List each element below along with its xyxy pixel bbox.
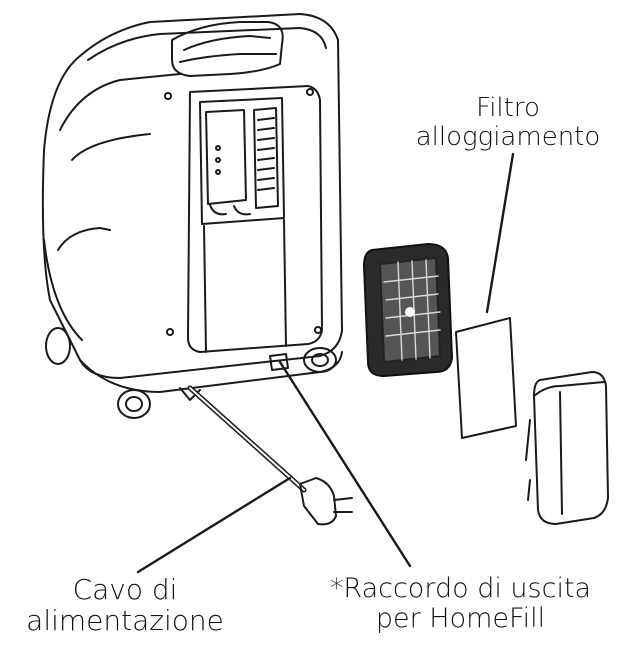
filter-housing-label: Filtro alloggiamento <box>398 93 618 153</box>
concentrator-unit <box>41 13 343 419</box>
outlet-leader-line <box>278 360 412 568</box>
filter-label-line-2: alloggiamento <box>415 122 601 153</box>
cable-label-line-1: Cavo di <box>72 573 178 606</box>
filter-leader-line <box>485 152 515 314</box>
filter-label-line-1: Filtro <box>476 93 540 123</box>
cable-label-line-2: alimentazione <box>26 604 224 638</box>
filter-sheet <box>455 317 517 439</box>
filter-housing-frame <box>363 243 453 377</box>
cable-leader-line <box>136 476 292 574</box>
power-cable-label: Cavo di alimentazione <box>0 574 250 637</box>
power-cable <box>187 385 353 526</box>
outlet-label-line-1: *Raccordo di uscita <box>329 573 592 604</box>
homefill-outlet-label: *Raccordo di uscita per HomeFill <box>300 573 621 635</box>
outlet-label-line-2: per HomeFill <box>375 603 546 635</box>
filter-cover <box>525 371 609 525</box>
